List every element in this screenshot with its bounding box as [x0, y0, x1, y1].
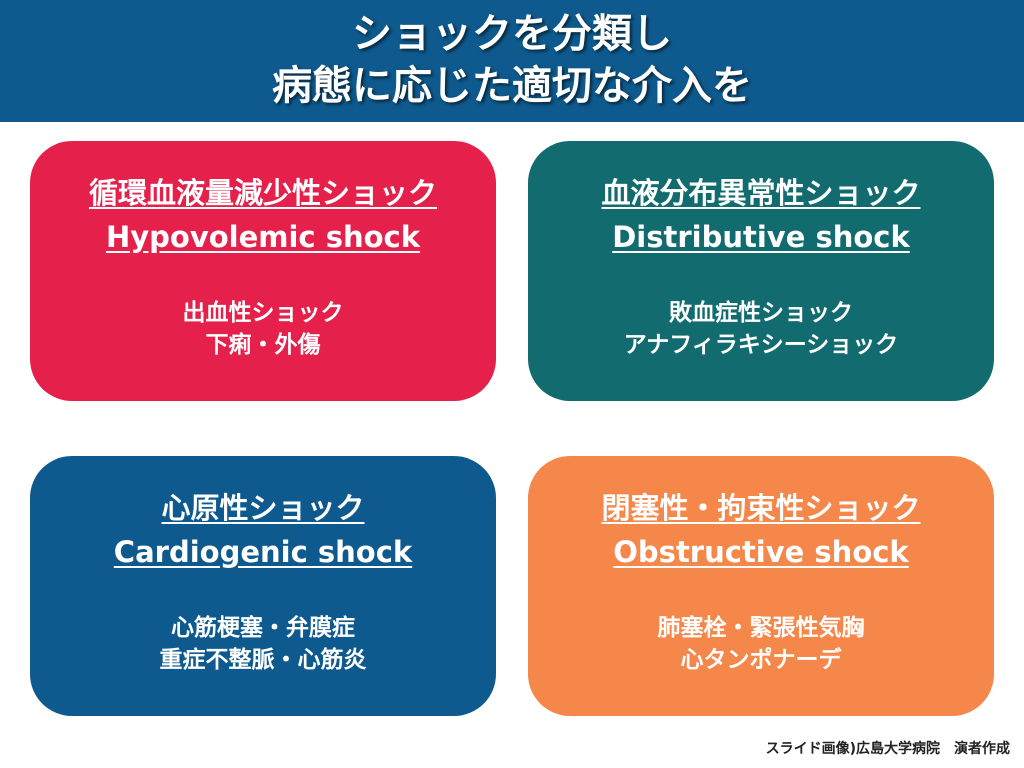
- card-title-ja: 閉塞性・拘束性ショック: [601, 491, 921, 525]
- card-example: 心筋梗塞・弁膜症: [171, 615, 355, 641]
- card-title-en: Distributive shock: [612, 220, 910, 254]
- card-distributive: 血液分布異常性ショック Distributive shock 敗血症性ショック …: [528, 141, 994, 401]
- card-title-en: Cardiogenic shock: [113, 535, 413, 569]
- card-title-en: Obstructive shock: [613, 535, 909, 569]
- card-title-ja: 血液分布異常性ショック: [601, 176, 921, 210]
- card-title-ja: 循環血液量減少性ショック: [88, 176, 437, 210]
- card-title-ja: 心原性ショック: [161, 491, 365, 525]
- card-cardiogenic: 心原性ショック Cardiogenic shock 心筋梗塞・弁膜症 重症不整脈…: [30, 456, 496, 716]
- card-example: 下痢・外傷: [205, 332, 321, 358]
- card-obstructive: 閉塞性・拘束性ショック Obstructive shock 肺塞栓・緊張性気胸 …: [528, 456, 994, 716]
- card-example: 出血性ショック: [182, 300, 344, 326]
- title-line-1: ショックを分類し: [352, 11, 672, 57]
- title-line-2: 病態に応じた適切な介入を: [272, 63, 752, 109]
- card-example: 肺塞栓・緊張性気胸: [657, 615, 865, 641]
- slide-title: ショックを分類し 病態に応じた適切な介入を: [0, 0, 1024, 122]
- card-example: 重症不整脈・心筋炎: [159, 647, 367, 673]
- card-example: アナフィラキシーショック: [623, 332, 899, 358]
- card-example: 心タンポナーデ: [680, 647, 842, 673]
- card-title-en: Hypovolemic shock: [105, 220, 421, 254]
- source-credit: スライド画像)広島大学病院 演者作成: [765, 741, 1010, 757]
- card-hypovolemic: 循環血液量減少性ショック Hypovolemic shock 出血性ショック 下…: [30, 141, 496, 401]
- card-example: 敗血症性ショック: [669, 300, 853, 326]
